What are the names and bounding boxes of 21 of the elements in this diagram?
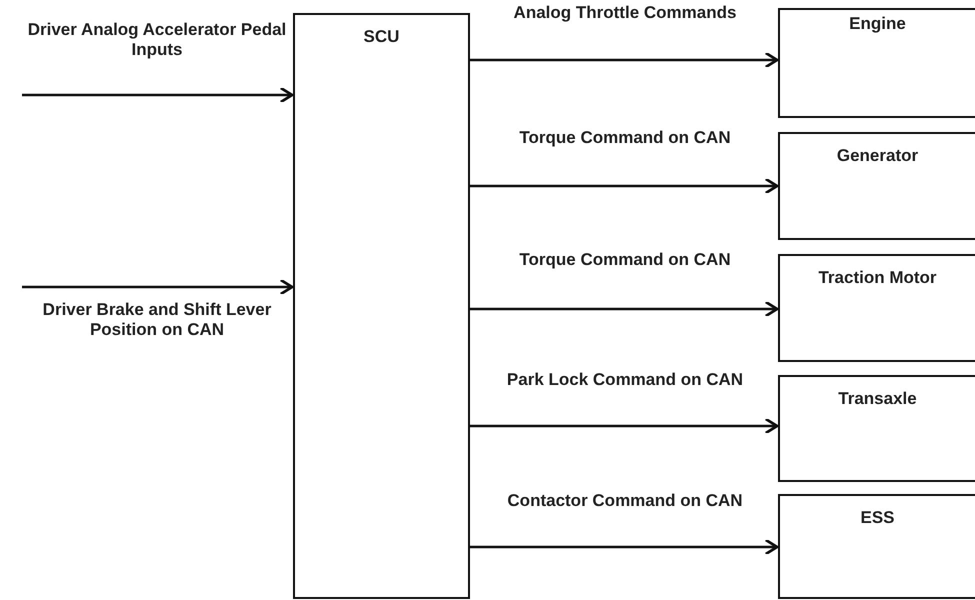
edge-label: Driver Analog Accelerator Pedal Inputs xyxy=(26,20,288,60)
arrow xyxy=(470,300,778,318)
block-box xyxy=(778,132,975,240)
block-label: Generator xyxy=(836,146,918,166)
block-box xyxy=(778,254,975,362)
arrow xyxy=(22,86,294,104)
block-label: ESS xyxy=(860,508,895,528)
block-box xyxy=(778,494,975,599)
edge-label: Driver Brake and Shift Lever Position on CAN xyxy=(42,300,272,340)
arrow xyxy=(470,178,778,194)
block-label: Transaxle xyxy=(838,389,917,409)
arrow xyxy=(470,538,778,556)
block-label: Engine xyxy=(849,14,906,34)
block-box xyxy=(778,375,975,482)
block-box xyxy=(778,8,975,118)
block-box xyxy=(293,13,470,599)
block-label: Traction Motor xyxy=(818,268,937,288)
block-label: SCU xyxy=(364,27,400,47)
arrow xyxy=(470,52,778,68)
arrow xyxy=(22,278,294,296)
arrow xyxy=(470,418,778,434)
